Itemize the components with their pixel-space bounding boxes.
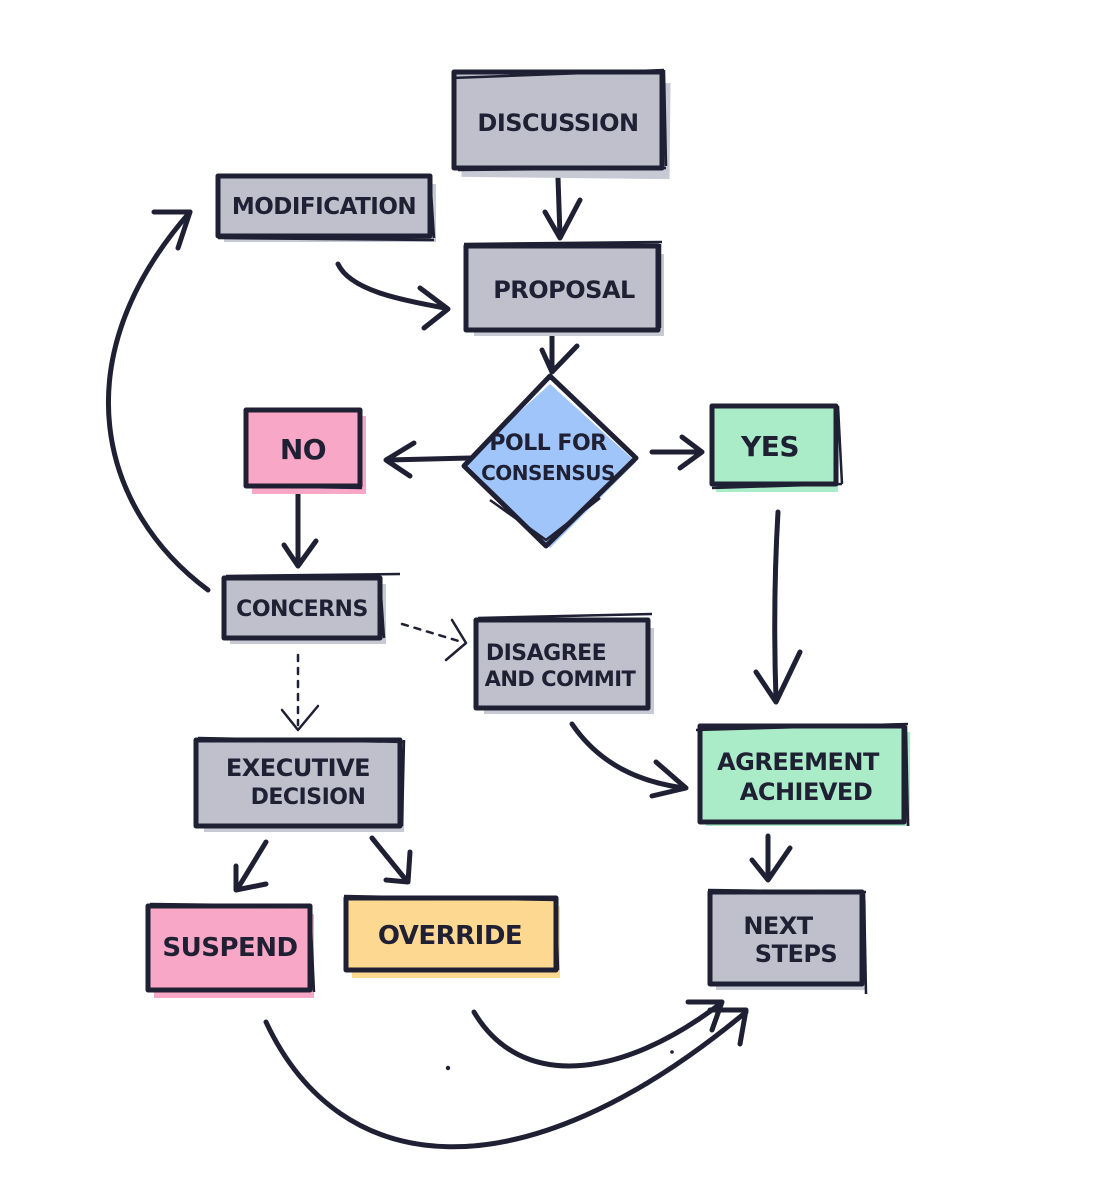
node-poll-for-consensus: POLL FOR CONSENSUS — [461, 373, 639, 549]
label-yes: YES — [740, 430, 799, 463]
label-override: OVERRIDE — [378, 921, 522, 951]
node-executive-decision: EXECUTIVE DECISION — [193, 736, 406, 832]
node-next-steps: NEXT STEPS — [707, 888, 868, 995]
node-disagree-and-commit: DISAGREE AND COMMIT — [473, 612, 654, 714]
edges — [105, 175, 803, 1150]
label-next-line2: STEPS — [755, 940, 837, 968]
edge-poll-no — [385, 455, 473, 463]
node-override: OVERRIDE — [343, 894, 560, 978]
label-concerns: CONCERNS — [236, 597, 368, 622]
label-poll-line1: POLL FOR — [489, 431, 607, 456]
edge-override-next — [471, 1001, 723, 1069]
pen-dot — [670, 1050, 674, 1054]
edge-suspend-next — [263, 1009, 749, 1150]
edge-yes-agreement — [772, 509, 781, 703]
edge-executive-override — [369, 835, 409, 883]
label-discussion: DISCUSSION — [477, 109, 638, 137]
node-proposal: PROPOSAL — [463, 240, 664, 336]
node-yes: YES — [709, 403, 844, 492]
label-proposal: PROPOSAL — [493, 276, 635, 304]
label-next-line1: NEXT — [743, 912, 813, 940]
node-discussion: DISCUSSION — [451, 68, 671, 180]
label-executive-line1: EXECUTIVE — [226, 754, 370, 782]
node-concerns: CONCERNS — [221, 572, 401, 644]
label-suspend: SUSPEND — [162, 933, 297, 963]
label-modification: MODIFICATION — [232, 194, 416, 220]
label-disagree-line2: AND COMMIT — [485, 667, 637, 691]
label-agreement-line1: AGREEMENT — [717, 748, 880, 776]
node-agreement-achieved: AGREEMENT ACHIEVED — [695, 722, 910, 827]
edge-executive-suspend — [235, 839, 269, 891]
label-agreement-line2: ACHIEVED — [740, 778, 873, 806]
label-no: NO — [280, 433, 326, 466]
label-disagree-line1: DISAGREE — [486, 641, 606, 666]
edge-disagree-agreement — [569, 721, 687, 791]
edge-concerns-modification — [105, 209, 211, 593]
pen-dot — [445, 1065, 451, 1071]
node-suspend: SUSPEND — [145, 902, 316, 998]
label-poll-line2: CONSENSUS — [481, 461, 615, 485]
edge-concerns-disagree — [400, 622, 464, 644]
label-executive-line2: DECISION — [251, 785, 366, 810]
edge-modification-proposal — [335, 261, 448, 311]
edge-discussion-proposal — [555, 175, 563, 239]
node-modification: MODIFICATION — [215, 173, 436, 242]
node-no: NO — [243, 407, 366, 494]
